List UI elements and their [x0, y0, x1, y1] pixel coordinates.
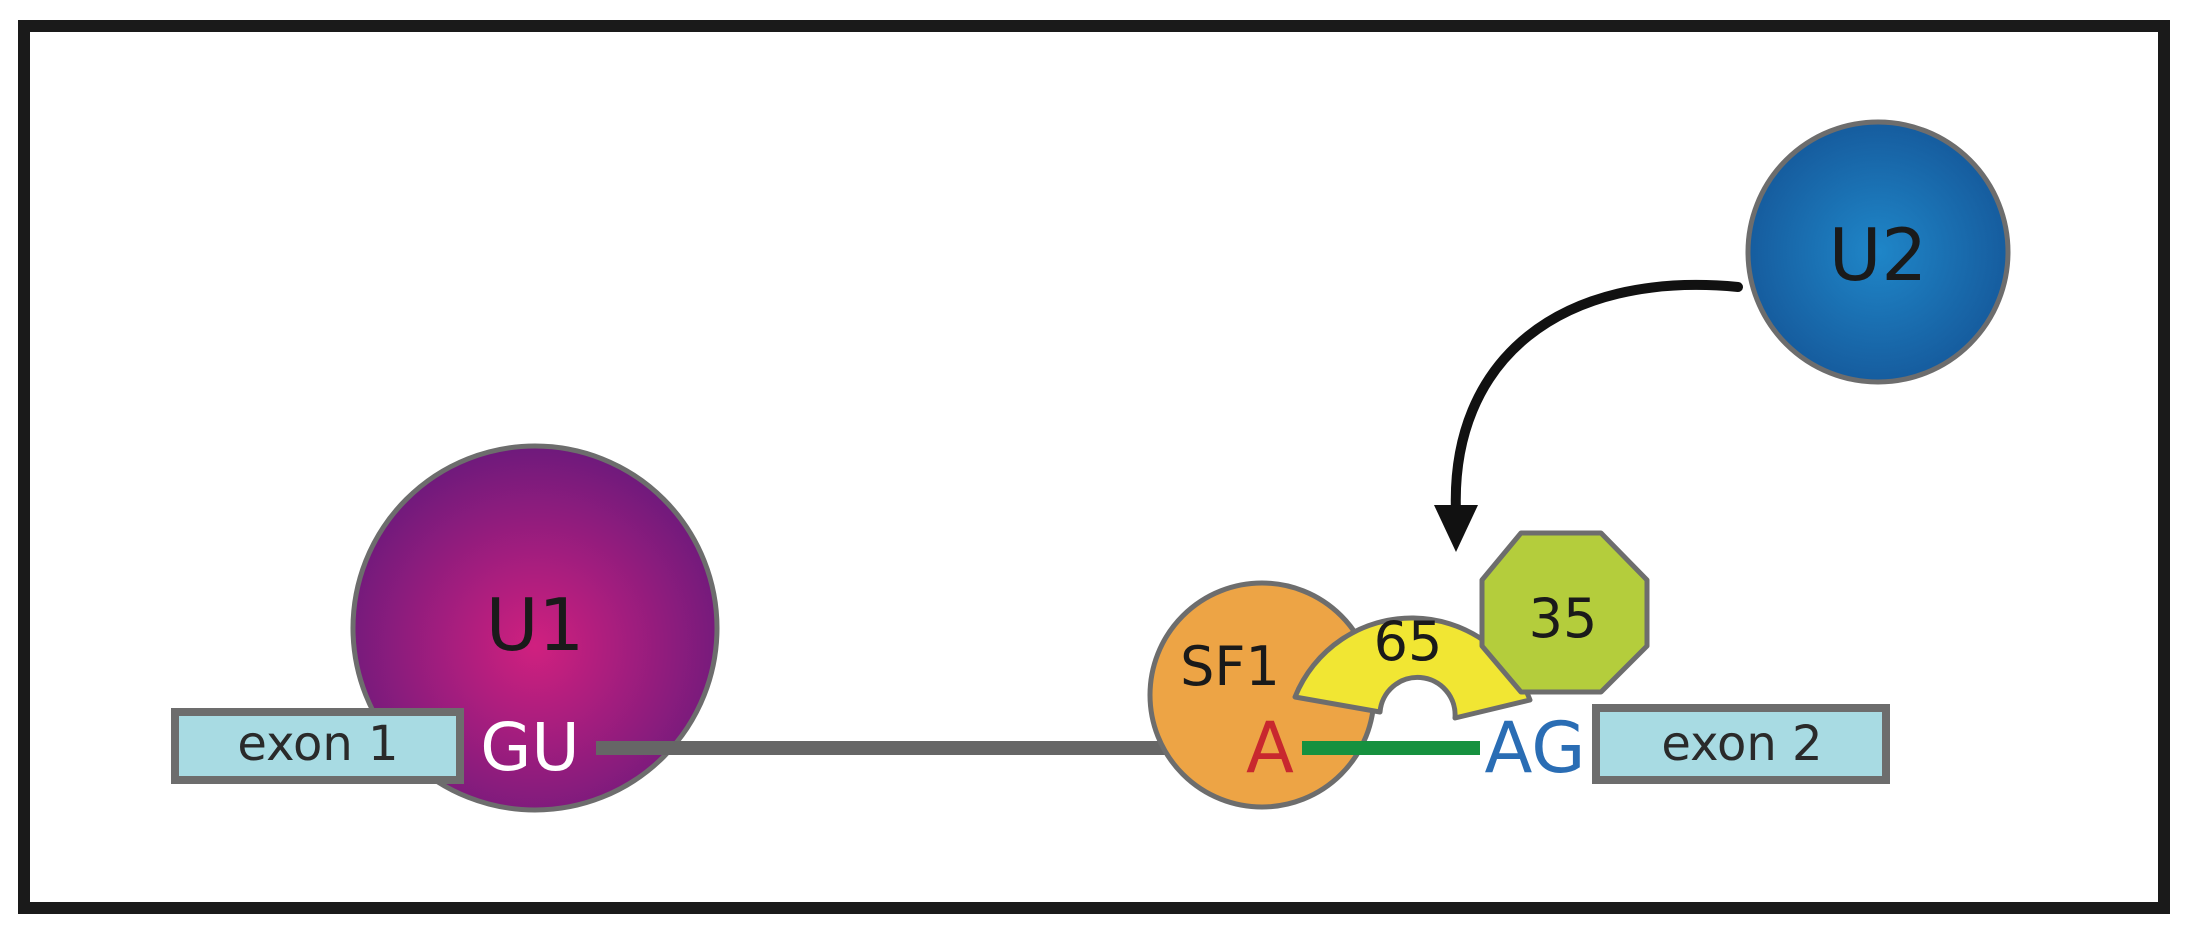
splice-site-5-gu: GU	[480, 709, 579, 786]
exon-1-label: exon 1	[237, 716, 398, 772]
recruitment-arrow	[1450, 279, 1743, 517]
exon-2-box	[1592, 704, 1890, 784]
branch-point-a: A	[1246, 707, 1294, 789]
exon-1-box	[171, 708, 464, 784]
recruitment-arrow-head	[1434, 505, 1478, 552]
exon-2-label: exon 2	[1661, 716, 1822, 772]
splice-site-3-ag: AG	[1485, 707, 1586, 789]
sf1-label: SF1	[1180, 635, 1280, 698]
u1-label: U1	[486, 583, 585, 667]
u2-snrnp	[1745, 119, 2011, 385]
u2af35-protein	[1479, 530, 1650, 695]
u2-label: U2	[1829, 213, 1928, 297]
u2af35-label: 35	[1529, 587, 1598, 650]
u2af65-label: 65	[1374, 610, 1443, 673]
